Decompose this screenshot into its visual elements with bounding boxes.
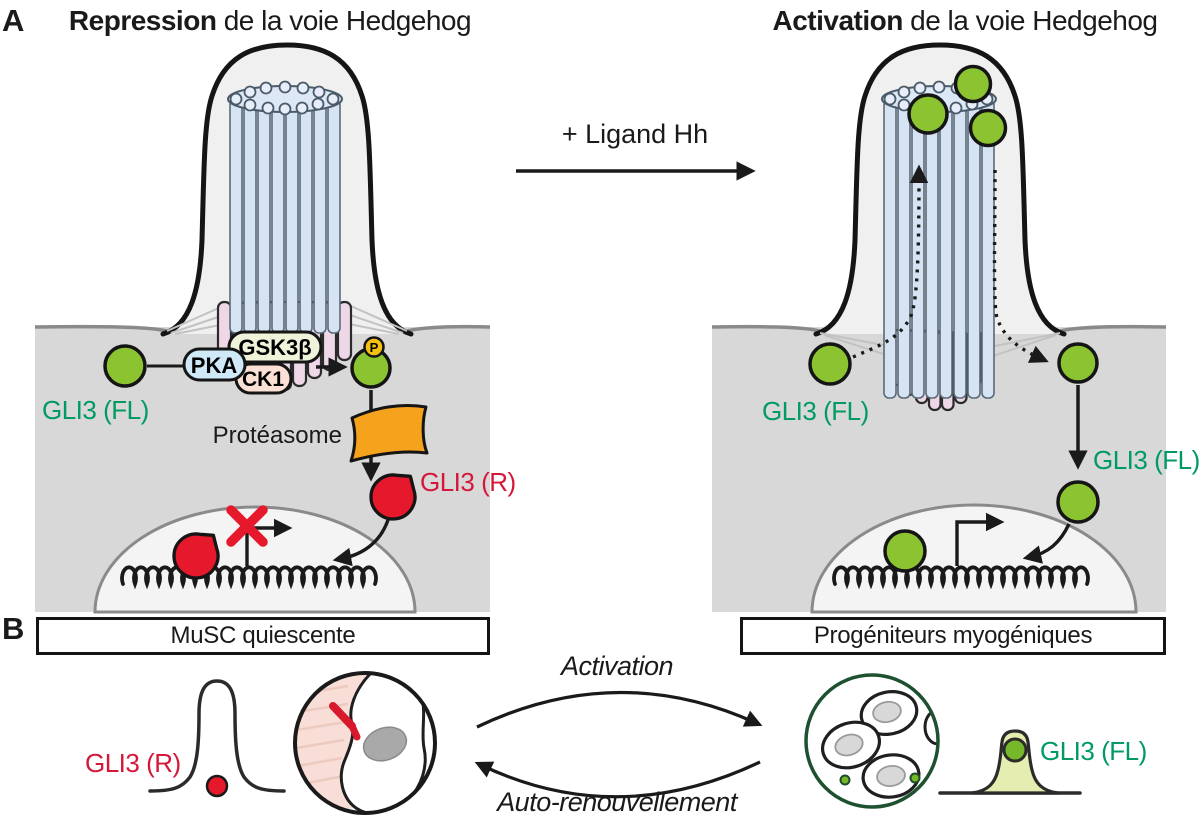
gli3-fl-label: GLI3 (FL) — [1040, 736, 1147, 766]
gli3-fl-in-cilium — [907, 64, 1008, 148]
ck1-label: CK1 — [242, 368, 284, 391]
phosphate-letter: P — [370, 340, 379, 355]
pka-label: PKA — [191, 353, 238, 378]
repression-title-bold: Repression — [68, 5, 217, 36]
self-renewal-arrow — [474, 760, 761, 799]
ligand-hh-label: + Ligand Hh — [561, 119, 709, 149]
gli3-fl-protein — [808, 342, 852, 386]
active-cilium-icon — [938, 729, 1082, 795]
activation-title-rest: de la voie Hedgehog — [902, 5, 1158, 36]
activation-title-bold: Activation — [772, 5, 903, 36]
gli3-fl-protein — [1057, 342, 1099, 384]
gli3-r-on-dna — [172, 532, 220, 580]
activation-arrow — [476, 690, 763, 729]
quiescent-box: MuSC quiescente — [36, 617, 490, 655]
gsk3b-pill — [227, 330, 323, 364]
gli3-fl-protein — [103, 344, 147, 388]
kinase-complex — [182, 330, 323, 395]
gli3-fl-protein — [1056, 480, 1100, 524]
panel-a-label: A — [2, 3, 25, 38]
gli3-fl-label: GLI3 (FL) — [1093, 445, 1200, 475]
ciliary-trafficking-arrows — [852, 164, 1049, 363]
repression-title: Repression de la voie Hedgehog — [40, 5, 500, 37]
phosphate-badge — [363, 336, 385, 358]
gsk3b-label: GSK3β — [238, 335, 311, 360]
activation-cycle-label: Activation — [560, 651, 674, 681]
gli3-r-protein — [369, 473, 417, 521]
muscle-striations — [295, 684, 349, 786]
panel-b-label: B — [2, 611, 25, 646]
progenitor-cells — [820, 690, 921, 799]
axoneme — [229, 99, 341, 334]
transition-fibers — [819, 332, 1061, 358]
progenitor-inset — [804, 673, 940, 809]
repression-cross-icon — [226, 505, 268, 547]
red-cilium-icon — [329, 702, 361, 741]
progenitor-box: Progéniteurs myogéniques — [740, 617, 1166, 655]
gli3-r-label: GLI3 (R) — [85, 748, 181, 778]
gli3-fl-label: GLI3 (FL) — [42, 395, 149, 425]
gli3-fl-dots — [839, 772, 921, 786]
gli3-fl-on-dna — [883, 529, 927, 573]
activation-title: Activation de la voie Hedgehog — [730, 5, 1200, 37]
proteasome-shape — [349, 404, 429, 463]
repression-title-rest: de la voie Hedgehog — [216, 5, 472, 36]
nucleus — [810, 503, 1138, 614]
quiescent-musc-inset — [293, 671, 437, 815]
axoneme-tip — [227, 80, 343, 116]
gli3-r-label: GLI3 (R) — [420, 467, 516, 497]
gli3-fl-label: GLI3 (FL) — [762, 396, 869, 426]
dna-coil — [832, 565, 1090, 590]
active-cell-illustration — [711, 42, 1167, 614]
quiescent-cilium-icon — [148, 679, 286, 798]
proteasome-label: Protéasome — [212, 422, 342, 449]
dna-coil — [120, 565, 378, 590]
musc-nucleus — [362, 726, 408, 762]
repressed-cell-illustration: GSK3β CK1 PKA P — [34, 42, 491, 614]
self-renewal-label: Auto-renouvellement — [497, 787, 737, 817]
pka-pill — [182, 347, 247, 382]
